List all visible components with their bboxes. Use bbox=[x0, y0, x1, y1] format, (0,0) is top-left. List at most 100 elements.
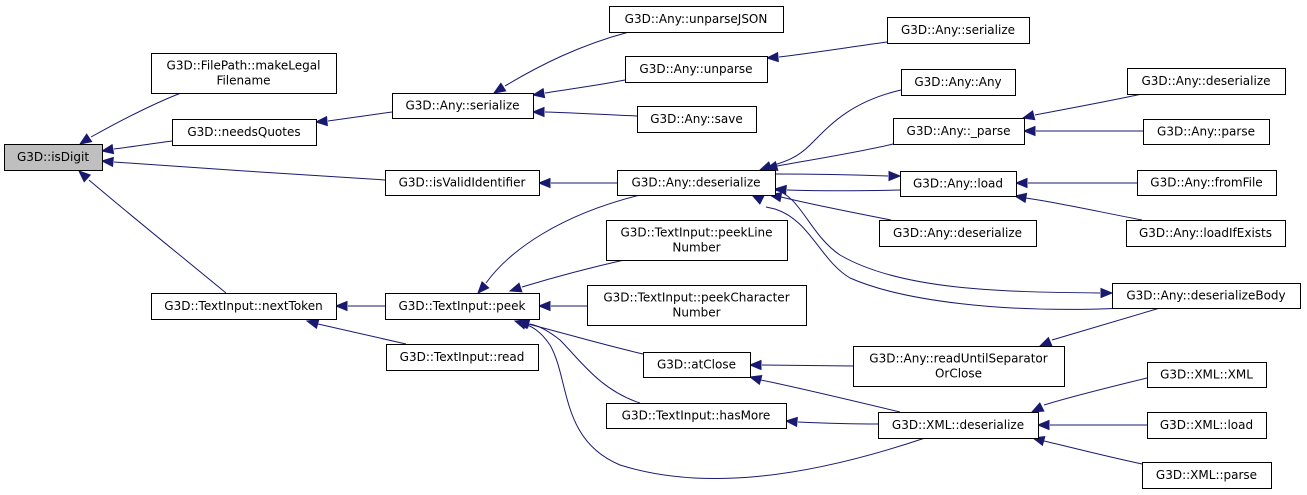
node-atClose[interactable]: G3D::atClose bbox=[643, 352, 751, 378]
node-peek[interactable]: G3D::TextInput::peek bbox=[385, 293, 540, 320]
node-label: G3D::Any::_parse bbox=[907, 124, 1011, 138]
edges-layer bbox=[78, 31, 1161, 479]
arrowhead-icon bbox=[513, 319, 528, 330]
node-label: Number bbox=[672, 306, 720, 320]
node-label: G3D::Any::save bbox=[650, 112, 742, 126]
edge-line bbox=[1043, 377, 1148, 406]
edge-anyLoadIfExists-to-anyLoad bbox=[1013, 192, 1143, 221]
arrowhead-icon bbox=[1014, 177, 1028, 189]
node-label: G3D::Any::unparseJSON bbox=[625, 12, 768, 26]
node-label: G3D::TextInput::nextToken bbox=[164, 299, 322, 313]
node-box bbox=[853, 346, 1065, 387]
arrowhead-icon bbox=[314, 115, 328, 127]
nodes-layer: G3D::isDigit G3D::FilePath::makeLegalFile… bbox=[4, 6, 1301, 489]
arrowhead-icon bbox=[1100, 287, 1114, 299]
node-read[interactable]: G3D::TextInput::read bbox=[386, 344, 539, 371]
edge-xmlLoad-to-xmlDeserialize bbox=[1036, 419, 1147, 431]
node-box bbox=[392, 93, 534, 119]
arrowhead-icon bbox=[531, 87, 546, 99]
arrowhead-icon bbox=[784, 416, 798, 428]
node-label: G3D::FilePath::makeLegal bbox=[167, 59, 321, 73]
arrowhead-icon bbox=[508, 282, 523, 293]
edge-line bbox=[90, 92, 182, 138]
edge-peekCharacterNumber-to-peek bbox=[537, 300, 587, 312]
node-label: G3D::Any::parse bbox=[1157, 125, 1255, 139]
node-anyLoadIfExists[interactable]: G3D::Any::loadIfExists bbox=[1126, 220, 1286, 247]
node-label: G3D::Any::Any bbox=[914, 75, 1001, 89]
node-label: OrClose bbox=[935, 367, 982, 381]
edge-anyDeserialize1-to-deserializeBody bbox=[774, 189, 1114, 299]
node-nextToken[interactable]: G3D::TextInput::nextToken bbox=[151, 293, 337, 320]
node-label: G3D::atClose bbox=[657, 358, 736, 372]
edge-xmlDeserialize-to-peek bbox=[513, 319, 926, 479]
edge-line bbox=[765, 206, 1126, 310]
node-label: G3D::Any::deserialize bbox=[893, 226, 1022, 240]
node-label: G3D::TextInput::read bbox=[400, 350, 525, 364]
node-anyLoad[interactable]: G3D::Any::load bbox=[900, 171, 1017, 197]
node-anyFromFile[interactable]: G3D::Any::fromFile bbox=[1137, 170, 1277, 196]
node-isDigit[interactable]: G3D::isDigit bbox=[4, 144, 103, 171]
node-anyDeserialize1[interactable]: G3D::Any::deserialize bbox=[617, 170, 776, 196]
arrowhead-icon bbox=[1038, 336, 1053, 347]
node-xmlDeserialize[interactable]: G3D::XML::deserialize bbox=[878, 412, 1039, 439]
edge-xmlDeserialize-to-atClose bbox=[748, 374, 901, 413]
node-box bbox=[1126, 220, 1286, 247]
edge-anyParseInternal-to-anyDeserialize1 bbox=[764, 143, 894, 172]
node-anyDeserialize2[interactable]: G3D::Any::deserialize bbox=[879, 220, 1037, 247]
node-xmlXML[interactable]: G3D::XML::XML bbox=[1147, 362, 1267, 388]
edge-line bbox=[761, 364, 854, 367]
node-xmlLoad[interactable]: G3D::XML::load bbox=[1147, 412, 1267, 439]
node-anySerialize2[interactable]: G3D::Any::serialize bbox=[887, 17, 1030, 44]
node-label: G3D::TextInput::peekCharacter bbox=[603, 291, 789, 305]
edge-line bbox=[529, 323, 641, 404]
node-label: G3D::Any::serialize bbox=[406, 99, 520, 113]
node-label: G3D::XML::deserialize bbox=[892, 418, 1024, 432]
edge-line bbox=[774, 189, 1101, 294]
edge-line bbox=[1043, 440, 1143, 465]
node-save[interactable]: G3D::Any::save bbox=[637, 106, 757, 133]
edge-read-to-nextToken bbox=[305, 318, 407, 345]
edge-xmlDeserialize-to-hasMore bbox=[784, 416, 879, 428]
node-anyDeserialize3[interactable]: G3D::Any::deserialize bbox=[1127, 68, 1286, 95]
node-box bbox=[887, 17, 1030, 44]
node-box bbox=[617, 170, 776, 196]
edge-unparse-to-anySerialize1 bbox=[531, 79, 626, 99]
arrowhead-icon bbox=[531, 106, 545, 118]
node-xmlParse[interactable]: G3D::XML::parse bbox=[1142, 462, 1272, 489]
node-isValidIdentifier[interactable]: G3D::isValidIdentifier bbox=[385, 170, 540, 196]
node-label: G3D::XML::load bbox=[1160, 418, 1253, 432]
node-box bbox=[385, 170, 540, 196]
edge-line bbox=[521, 259, 625, 288]
edge-line bbox=[786, 189, 901, 192]
edge-isValidIdentifier-to-isDigit bbox=[100, 156, 386, 181]
node-label: G3D::Any::readUntilSeparator bbox=[869, 352, 1047, 366]
node-label: G3D::XML::parse bbox=[1156, 468, 1257, 482]
node-box bbox=[900, 171, 1017, 197]
node-deserializeBody[interactable]: G3D::Any::deserializeBody bbox=[1112, 283, 1301, 309]
node-hasMore[interactable]: G3D::TextInput::hasMore bbox=[606, 403, 787, 429]
arrowhead-icon bbox=[492, 82, 507, 94]
edge-line bbox=[780, 196, 892, 221]
node-anyParse[interactable]: G3D::Any::parse bbox=[1143, 119, 1270, 145]
node-box bbox=[893, 118, 1025, 145]
node-anyAny[interactable]: G3D::Any::Any bbox=[901, 69, 1016, 96]
arrowhead-icon bbox=[1021, 110, 1036, 121]
arrowhead-icon bbox=[748, 374, 763, 386]
edge-line bbox=[760, 379, 901, 413]
node-box bbox=[901, 69, 1016, 96]
edge-readUntilSeparatorOrClose-to-atClose bbox=[748, 359, 854, 371]
node-anySerialize1[interactable]: G3D::Any::serialize bbox=[392, 93, 534, 119]
arrowhead-icon bbox=[1022, 125, 1036, 137]
node-needsQuotes[interactable]: G3D::needsQuotes bbox=[172, 119, 317, 146]
node-anyParseInternal[interactable]: G3D::Any::_parse bbox=[893, 118, 1025, 145]
edge-xmlParse-to-xmlDeserialize bbox=[1031, 435, 1143, 465]
node-unparseJSON[interactable]: G3D::Any::unparseJSON bbox=[609, 6, 784, 33]
edge-anySerialize2-to-unparse bbox=[765, 41, 888, 63]
edge-makeLegalFilename-to-isDigit bbox=[78, 92, 182, 145]
arrowhead-icon bbox=[765, 51, 779, 63]
node-unparse[interactable]: G3D::Any::unparse bbox=[625, 56, 768, 83]
